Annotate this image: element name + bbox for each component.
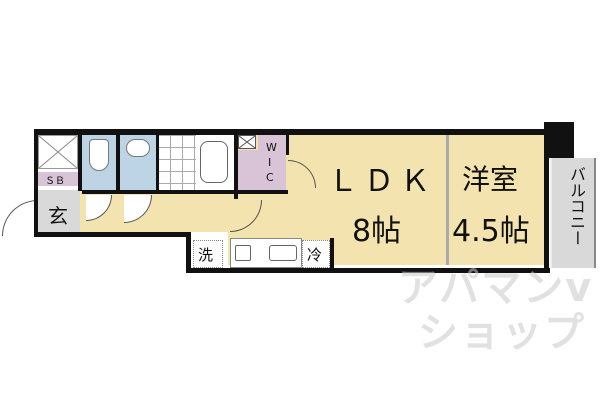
wic-label-w: W	[266, 141, 277, 154]
stove-icon	[235, 245, 251, 261]
wic-label-i: I	[268, 156, 272, 169]
wall-inner-3	[156, 135, 159, 191]
wall-kitchen-end	[330, 238, 334, 270]
western-room-floor	[448, 135, 544, 265]
walk-in-closet	[238, 150, 286, 190]
fridge-space: 冷	[302, 240, 330, 268]
western-room-label: 洋室	[462, 163, 519, 196]
watermark-line1: アパマンv	[398, 265, 594, 311]
washroom	[120, 135, 156, 191]
storage-box	[38, 135, 78, 169]
watermark-line2: ショップ	[418, 310, 586, 356]
entrance: 玄	[38, 190, 80, 232]
wall-step	[186, 232, 191, 272]
bathtub	[196, 135, 234, 191]
balcony-label: バルコニー	[567, 166, 586, 246]
washer-label: 洗	[198, 246, 214, 264]
wall-bottom-left	[34, 232, 190, 237]
western-room-size: 4.5帖	[452, 214, 530, 249]
wic-vent	[238, 135, 256, 149]
wall-wet-bottom	[82, 190, 238, 194]
wall-inner-1	[78, 135, 82, 191]
entrance-label: 玄	[48, 204, 68, 228]
shoebox-label: ＳＢ	[45, 176, 65, 187]
wall-bottom	[186, 268, 550, 273]
bathroom	[158, 135, 196, 191]
sliding-door[interactable]	[446, 135, 449, 265]
bathtub-icon	[200, 141, 228, 183]
wic-label-c: C	[266, 171, 274, 184]
wall-inner-2	[116, 135, 120, 191]
wall-left	[34, 129, 38, 237]
entrance-door[interactable]	[2, 200, 38, 236]
wall-wic-left	[234, 135, 238, 199]
ldk-label: ＬＤＫ	[328, 164, 436, 199]
ldk-size: 8帖	[352, 214, 402, 249]
wall-right-pillar	[544, 122, 574, 158]
kitchen-counter	[230, 238, 302, 268]
fridge-label: 冷	[307, 246, 323, 264]
wall-right	[544, 135, 549, 273]
balcony: バルコニー	[550, 158, 596, 268]
sink-icon	[126, 139, 150, 157]
shoebox: ＳＢ	[38, 172, 78, 187]
walk-in-closet-top	[258, 135, 286, 151]
wall-top	[34, 129, 550, 135]
kitchen-sink-icon	[269, 245, 297, 261]
wall-wic-bottom	[228, 190, 288, 194]
toilet-room	[82, 135, 116, 191]
washer-space: 洗	[193, 240, 223, 268]
wall-wic-right	[286, 135, 289, 155]
toilet-icon	[89, 139, 109, 171]
